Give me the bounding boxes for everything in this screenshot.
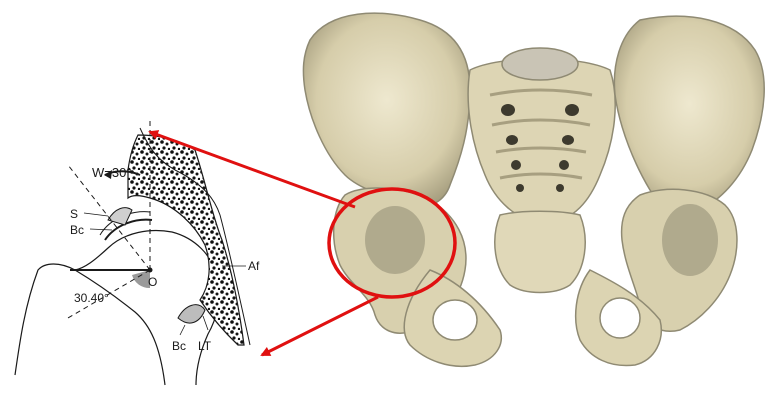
arrow-lower <box>262 297 378 355</box>
label-s: S <box>70 207 78 221</box>
sacral-promontory <box>502 48 578 80</box>
label-lt: LT <box>198 339 212 353</box>
right-acetabulum <box>662 204 718 276</box>
left-iliac-wing <box>303 13 470 206</box>
label-bc-top: Bc <box>70 223 84 237</box>
label-bc-bottom: Bc <box>172 339 186 353</box>
left-acetabulum <box>365 206 425 274</box>
label-af: Af <box>248 259 260 273</box>
left-obturator-foramen <box>433 300 477 340</box>
right-obturator-foramen <box>600 298 640 338</box>
label-angle-bottom: 30.40° <box>74 291 109 305</box>
center-point-o <box>148 268 153 273</box>
pubic-symphysis <box>495 211 585 292</box>
label-w-angle: W=30° <box>92 165 132 180</box>
label-o: O <box>148 275 157 289</box>
sacrum <box>468 59 615 225</box>
right-iliac-wing <box>614 16 764 211</box>
